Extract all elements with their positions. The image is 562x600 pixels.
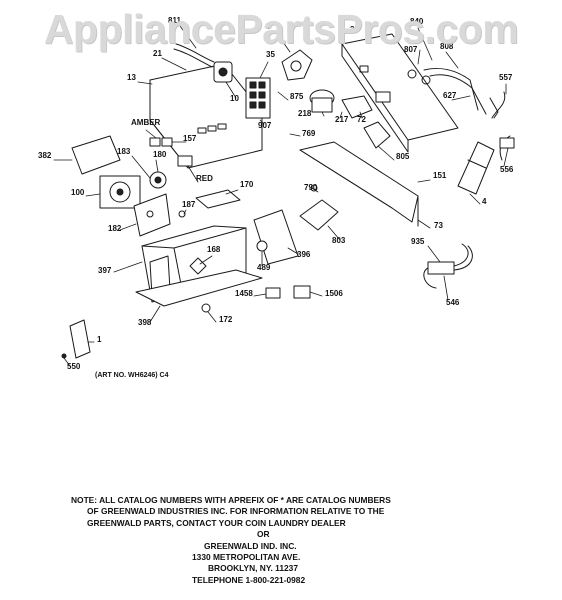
part-callout-151: 151 <box>433 171 447 180</box>
part-callout-1458: 1458 <box>235 289 253 298</box>
part-callout-382: 382 <box>38 151 52 160</box>
part-callout-7: 7 <box>267 22 272 31</box>
rear-panel <box>341 33 459 153</box>
part-callout-red: RED <box>196 174 213 183</box>
part-callout-935: 935 <box>411 237 425 246</box>
part-callout-amber: AMBER <box>131 118 161 127</box>
part-callout-13: 13 <box>127 73 136 82</box>
part-callout-1: 1 <box>97 335 102 344</box>
part-callout-398: 398 <box>138 318 152 327</box>
note-line: OF GREENWALD INDUSTRIES INC. FOR INFORMA… <box>87 506 385 517</box>
note-line: GREENWALD PARTS, CONTACT YOUR COIN LAUND… <box>87 517 346 528</box>
part-callout-187: 187 <box>182 200 196 209</box>
wiring-harness <box>423 243 473 289</box>
part-callout-556: 556 <box>500 165 514 174</box>
part-callout-769: 769 <box>302 129 316 138</box>
note-line: GREENWALD IND. INC. <box>204 540 297 551</box>
note-line: 1330 METROPOLITAN AVE. <box>192 552 301 563</box>
coin-chute <box>253 209 299 265</box>
part-callout-157: 157 <box>183 134 197 143</box>
part-callout-172: 172 <box>219 315 233 324</box>
part-callout-10: 10 <box>230 94 239 103</box>
mounting-plate <box>133 193 186 237</box>
part-callout-35: 35 <box>266 50 275 59</box>
part-callout-170: 170 <box>240 180 254 189</box>
art-number: (ART NO. WH6246) C4 <box>95 372 169 379</box>
side-bracket <box>457 141 495 195</box>
part-callout-168: 168 <box>207 245 221 254</box>
timer-module <box>99 175 141 209</box>
part-callout-180: 180 <box>153 150 167 159</box>
switch-assembly <box>245 77 271 119</box>
part-callout-4: 4 <box>482 197 487 206</box>
part-callout-217: 217 <box>335 115 349 124</box>
part-callout-803: 803 <box>332 236 346 245</box>
part-callout-550: 550 <box>67 362 81 371</box>
part-callout-875: 875 <box>290 92 304 101</box>
part-callout-1506: 1506 <box>325 289 343 298</box>
part-callout-100: 100 <box>71 188 85 197</box>
part-callout-808: 808 <box>440 42 454 51</box>
base-rail <box>299 141 419 227</box>
greenwald-note: NOTE: ALL CATALOG NUMBERS WITH APREFIX O… <box>71 495 491 586</box>
part-callout-218: 218 <box>298 109 312 118</box>
small-parts <box>201 285 311 313</box>
part-callout-546: 546 <box>446 298 460 307</box>
part-callout-811: 811 <box>168 16 181 25</box>
part-callout-183: 183 <box>117 147 131 156</box>
control-knobs <box>71 135 193 189</box>
note-line: NOTE: ALL CATALOG NUMBERS WITH APREFIX O… <box>71 495 391 505</box>
note-line: OR <box>257 529 270 540</box>
part-callout-73: 73 <box>434 221 443 230</box>
part-callout-72: 72 <box>357 115 366 124</box>
water-valve <box>281 49 313 81</box>
pump-assembly <box>309 89 391 149</box>
part-callout-907: 907 <box>258 121 272 130</box>
part-callout-182: 182 <box>108 224 122 233</box>
part-callout-807: 807 <box>404 45 418 54</box>
insulation-pad <box>195 189 241 209</box>
part-callout-627: 627 <box>443 91 457 100</box>
part-callout-840: 840 <box>410 17 424 26</box>
coin-box-housing <box>135 225 263 307</box>
part-callout-397: 397 <box>98 266 112 275</box>
part-callout-557: 557 <box>499 73 513 82</box>
part-callout-396: 396 <box>297 250 311 259</box>
coin-bracket <box>299 184 339 231</box>
label-card <box>61 319 91 359</box>
inlet-hoses <box>407 67 499 119</box>
control-panel-backsplash <box>149 63 263 169</box>
note-line: BROOKLYN, NY. 11237 <box>208 563 298 574</box>
watermark: AppliancePartsPros.com <box>43 6 519 52</box>
part-callout-805: 805 <box>396 152 410 161</box>
part-callout-489: 489 <box>257 263 271 272</box>
note-line: TELEPHONE 1-800-221-0982 <box>192 574 306 585</box>
part-callout-790: 790 <box>304 183 318 192</box>
part-callout-21: 21 <box>153 49 162 58</box>
leader-lines <box>53 25 509 367</box>
wire-plug <box>491 91 515 161</box>
hose-connector <box>173 43 233 83</box>
part-callout-3: 3 <box>350 25 355 34</box>
